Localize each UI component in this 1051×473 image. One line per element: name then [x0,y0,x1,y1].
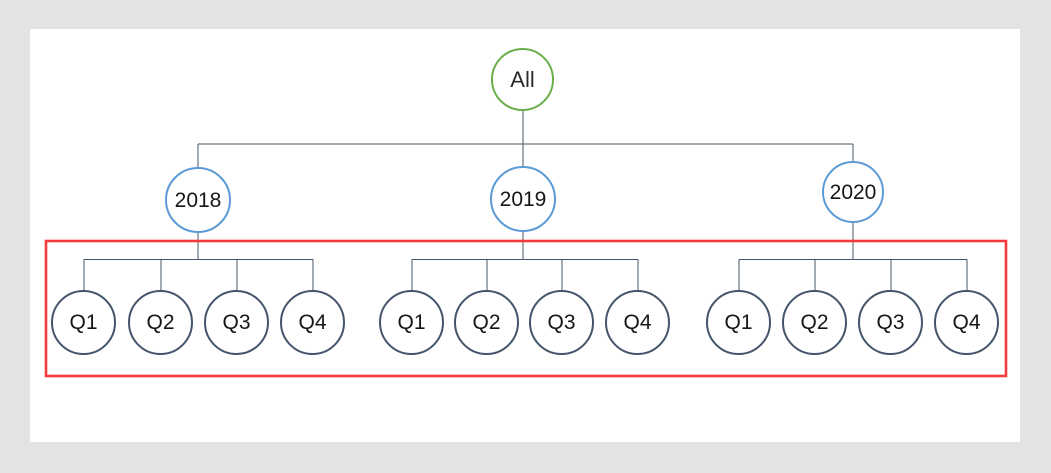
node-quarter-label: Q3 [222,311,251,334]
highlight-box [44,239,1008,378]
node-year-label: 2020 [829,180,877,204]
node-quarter-label: Q1 [69,311,98,334]
node-quarter-2019-q1: Q1 [379,290,444,355]
node-year-2019: 2019 [490,166,556,232]
node-quarter-2019-q4: Q4 [605,290,670,355]
node-quarter-2020-q4: Q4 [934,290,999,355]
node-quarter-2020-q1: Q1 [706,290,771,355]
node-quarter-2018-q2: Q2 [128,290,193,355]
node-quarter-2020-q2: Q2 [782,290,847,355]
node-quarter-label: Q4 [623,311,652,334]
node-quarter-2018-q3: Q3 [204,290,269,355]
node-year-label: 2018 [174,188,222,212]
node-quarter-2018-q1: Q1 [51,290,116,355]
node-quarter-label: Q2 [472,311,501,334]
node-quarter-label: Q1 [397,311,426,334]
node-quarter-label: Q1 [724,311,753,334]
node-quarter-label: Q2 [146,311,175,334]
node-year-2018: 2018 [165,167,231,233]
node-quarter-label: Q2 [800,311,829,334]
node-quarter-2019-q2: Q2 [454,290,519,355]
node-quarter-2018-q4: Q4 [280,290,345,355]
node-quarter-label: Q4 [952,311,981,334]
node-quarter-2019-q3: Q3 [529,290,594,355]
node-year-label: 2019 [499,187,547,211]
node-quarter-2020-q3: Q3 [858,290,923,355]
node-year-2020: 2020 [822,161,884,223]
connector-lines [83,111,968,291]
node-quarter-label: Q4 [298,311,327,334]
node-all-label: All [510,66,535,92]
node-all: All [491,48,554,111]
node-quarter-label: Q3 [547,311,576,334]
node-quarter-label: Q3 [876,311,905,334]
